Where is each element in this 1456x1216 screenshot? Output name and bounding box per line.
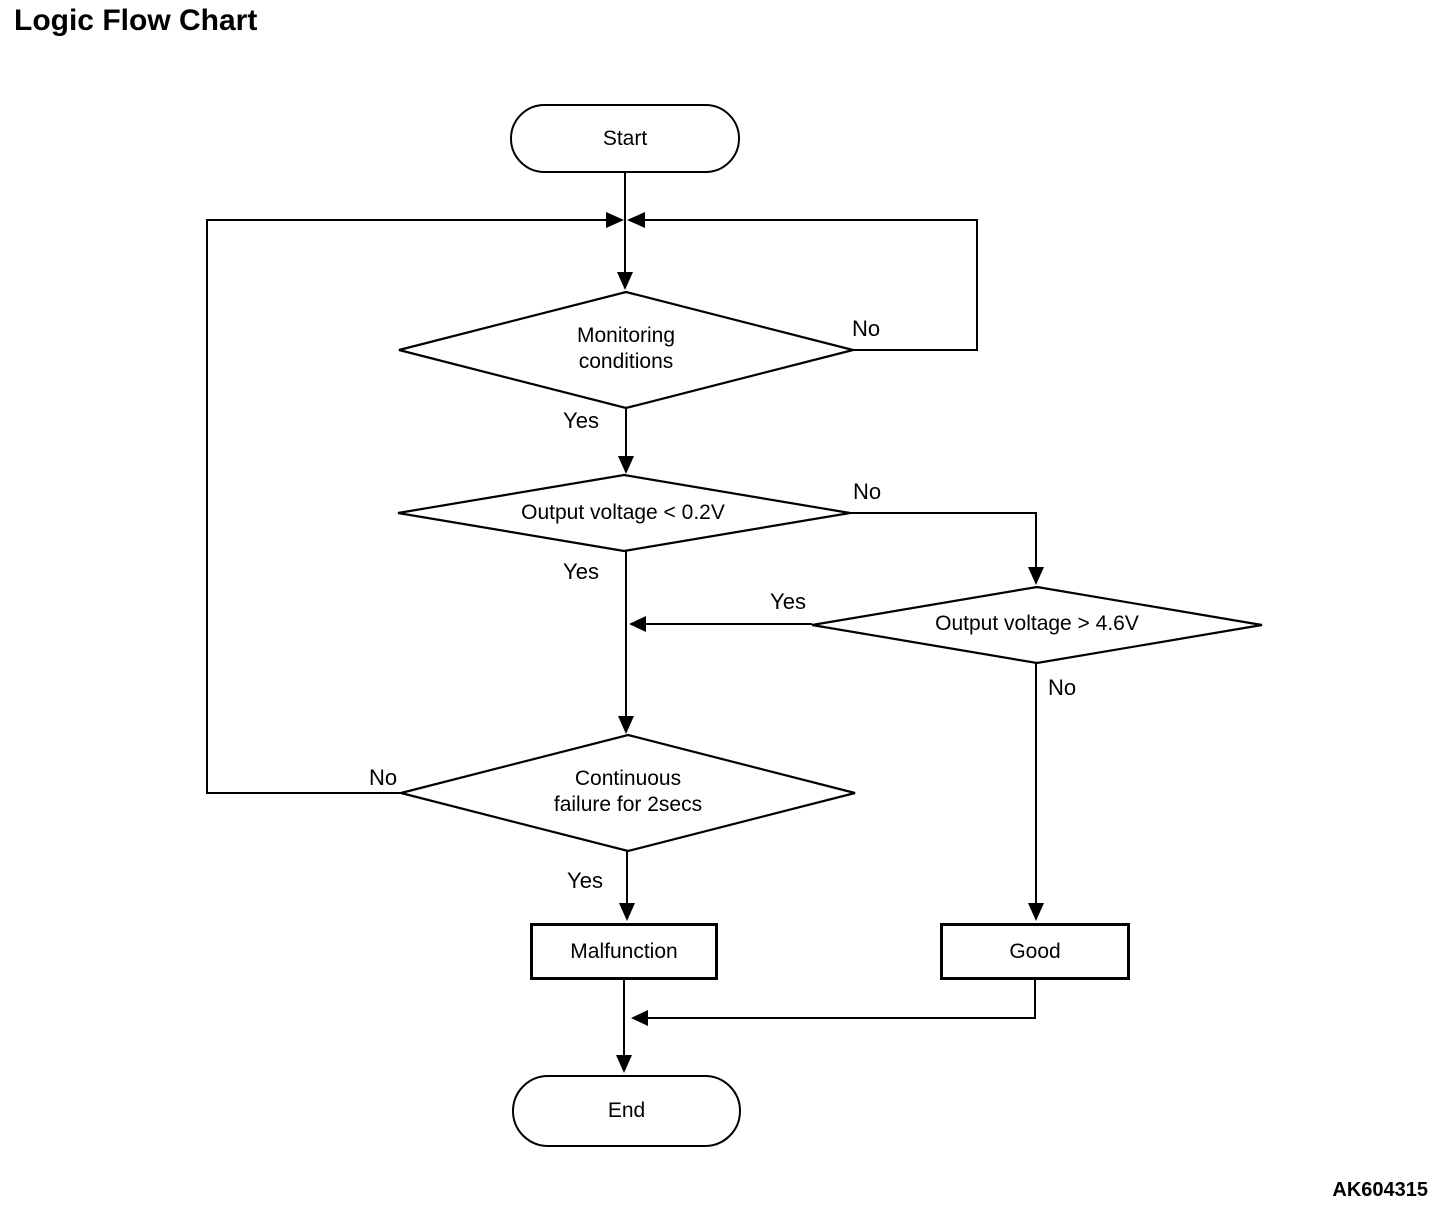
edge-high-voltage-no [1028,663,1044,921]
arrowhead-left-icon [631,1010,648,1026]
arrowhead-down-icon [618,716,634,734]
edge-start-to-monitoring [617,173,633,290]
edge-malfunction-to-end [616,980,632,1073]
figure-code: AK604315 [1332,1179,1428,1201]
monitoring-conditions-diamond [398,290,854,410]
good-label: Good [1009,939,1061,963]
edge-high-voltage-yes [629,616,812,632]
arrowhead-down-icon [1028,903,1044,921]
edge-monitoring-yes [618,408,634,474]
output-voltage-high-diamond [811,585,1263,665]
malfunction-box: Malfunction [530,923,718,980]
arrowhead-left-icon [627,212,645,228]
arrowhead-down-icon [616,1055,632,1073]
edge-low-voltage-yes [618,551,634,734]
output-voltage-low-diamond [397,473,851,553]
edge-continuous-no-loop [206,212,624,794]
good-box: Good [940,923,1130,980]
arrowhead-down-icon [618,456,634,474]
arrowhead-down-icon [1028,567,1044,585]
start-node: Start [510,104,740,173]
end-node: End [512,1075,741,1147]
continuous-failure-diamond [400,733,856,853]
arrowhead-down-icon [619,903,635,921]
edge-good-merge [631,980,1036,1026]
start-label: Start [602,126,648,150]
edge-continuous-yes [619,851,635,921]
end-label: End [607,1099,646,1122]
arrowhead-left-icon [629,616,646,632]
edge-monitoring-no-loop [627,212,978,351]
malfunction-label: Malfunction [570,939,678,963]
arrowhead-down-icon [617,272,633,290]
page-title: Logic Flow Chart [14,4,258,37]
arrowhead-right-icon [606,212,624,228]
edge-low-voltage-no [849,512,1044,585]
